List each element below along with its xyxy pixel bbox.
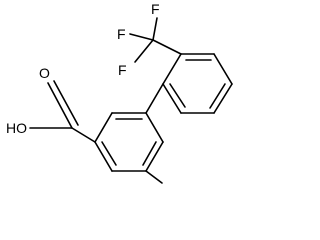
ring-bond-inner [209,83,226,109]
trifluoromethyl-group [129,17,182,63]
ring-bond-inner [101,141,117,166]
bond-ring-carboxyl [71,127,96,143]
bond-cf-top [152,17,158,41]
right-benzene-ring [162,53,233,114]
carboxylic-acid-group [29,80,96,143]
biaryl-bond [145,83,164,114]
ring-bond [145,141,164,172]
oxygen-label: O [39,65,50,81]
bond-cf3-ring [152,39,182,55]
ring-bond-inner [169,83,186,108]
bond-c-double-o-inner [53,80,79,126]
fluorine-label-bottom: F [118,62,127,78]
molecule-drawing: F F F O HO [6,1,233,184]
bond-c-double-o [47,82,73,129]
bond-cf-bottom [134,39,154,63]
fluorine-label-top: F [151,1,160,17]
ring-bond [162,53,182,85]
ring-bond [213,83,233,114]
ring-bond-inner [142,141,157,166]
hydroxyl-label: HO [6,120,27,136]
ring-bond [145,112,164,143]
fluorine-label-left: F [117,26,126,42]
methyl-bond [145,170,163,184]
left-benzene-ring [94,112,164,172]
ring-bond [162,83,182,114]
ring-bond [94,112,113,143]
ring-bond [213,53,233,85]
bond-cf-left [129,33,154,41]
ring-bond [94,141,113,172]
structure-diagram: F F F O HO [6,1,233,184]
